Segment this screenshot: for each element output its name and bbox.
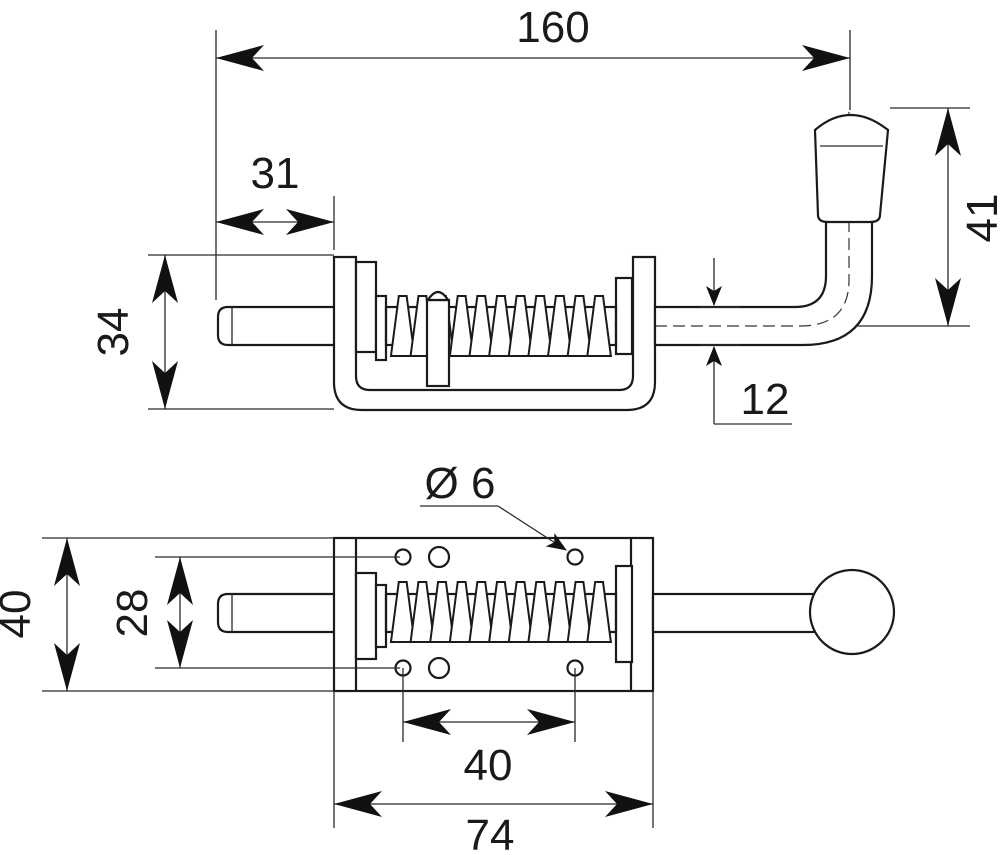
spring-coil [566,581,593,643]
spring-coil [468,295,495,357]
hole-large [427,656,451,680]
spring-top [389,581,613,643]
label-74: 74 [466,811,515,855]
spring-coil [409,581,436,643]
label-41: 41 [958,194,1000,243]
spring-coil [507,295,534,357]
washer [374,294,388,362]
spring-coil [507,581,534,643]
spring-coil [586,295,613,357]
lever-stub [425,298,451,388]
knob-top [808,568,896,656]
spring-coil [468,581,495,643]
dim-pin-diameter: 12 [700,258,792,425]
spring-coil [389,295,416,357]
pin-handle-bend [653,213,874,347]
top-view [216,536,896,693]
dim-plate-height: 40 [0,537,334,692]
spring-coil [448,581,475,643]
bracket-left-plate [354,260,378,354]
dim-hole-spacing-horizontal: 40 [402,668,576,790]
u-bracket [332,255,657,412]
label-hole-spacing: 40 [464,741,513,790]
spring-coil [429,581,455,643]
label-31: 31 [251,149,300,198]
spring-coil [566,295,593,357]
pin-right-top [651,592,825,634]
label-34: 34 [89,308,138,357]
label-12: 12 [741,375,790,424]
spring-coil [487,581,514,643]
spring-coil [586,581,613,643]
spring-coil [389,581,416,643]
spring-coil [527,295,554,357]
handle-knob [813,113,890,224]
dim-handle-height: 41 [855,107,1000,327]
pin-left-end-top [216,592,338,634]
bracket-right-plate [614,276,634,356]
spring-coil [546,581,573,643]
label-hole-diameter: Ø 6 [425,459,496,508]
label-160: 160 [516,3,589,52]
dim-plate-length: 74 [333,691,654,855]
spring-coil [448,295,475,357]
spring-coil [546,295,573,357]
pin-left-end [216,305,338,347]
dim-bracket-to-pin-end: 31 [216,149,335,250]
hole-large [427,545,451,569]
dim-overall-length: 160 [215,3,851,300]
spring-side [389,295,613,357]
dim-hole-diameter: Ø 6 [420,459,567,551]
spring-coil [527,581,554,643]
dim-hole-spacing-vertical: 28 [108,556,400,669]
label-plate-height: 40 [0,590,40,639]
side-view [216,110,890,412]
label-28: 28 [108,589,157,638]
hole-small [566,548,584,566]
dim-side-height: 34 [89,254,334,410]
spring-coil [487,295,514,357]
